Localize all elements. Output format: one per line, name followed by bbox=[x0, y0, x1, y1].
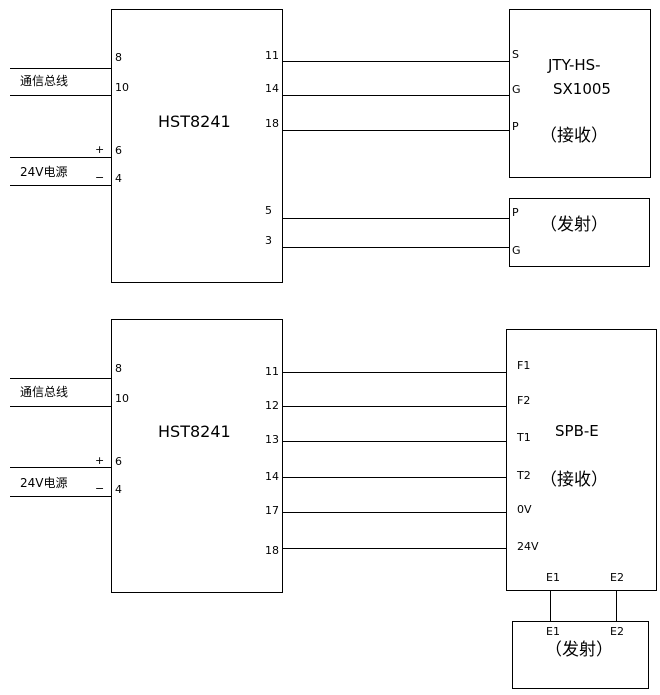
emitter-1-role: （发射） bbox=[540, 215, 608, 235]
controller-box-1 bbox=[111, 9, 283, 283]
controller-2-pin-13: 13 bbox=[265, 433, 279, 446]
plus-sign-1: + bbox=[95, 143, 105, 156]
bus-label-1: 通信总线 bbox=[20, 74, 69, 88]
receiver-2-pin-f2: F2 bbox=[517, 394, 531, 407]
controller-1-label: HST8241 bbox=[158, 112, 231, 131]
receiver-1-pin-s: S bbox=[512, 48, 519, 61]
controller-1-pin-4: 4 bbox=[115, 172, 122, 185]
receiver-1-model-line2: SX1005 bbox=[553, 80, 611, 98]
controller-1-pin-14: 14 bbox=[265, 82, 279, 95]
controller-box-2 bbox=[111, 319, 283, 593]
controller-2-pin-17: 17 bbox=[265, 504, 279, 517]
emitter-2-pin-e2: E2 bbox=[610, 625, 624, 638]
receiver-2-pin-t1: T1 bbox=[517, 431, 531, 444]
controller-2-pin-11: 11 bbox=[265, 365, 279, 378]
receiver-2-pin-24v: 24V bbox=[517, 540, 539, 553]
emitter-1-pin-g: G bbox=[512, 244, 521, 257]
emitter-1-pin-p: P bbox=[512, 206, 519, 219]
emitter-2-role: （发射） bbox=[545, 640, 613, 660]
receiver-2-model: SPB-E bbox=[555, 422, 599, 440]
receiver-1-pin-g: G bbox=[512, 83, 521, 96]
receiver-2-pin-f1: F1 bbox=[517, 359, 531, 372]
controller-2-pin-18: 18 bbox=[265, 544, 279, 557]
bus-label-2: 通信总线 bbox=[20, 385, 69, 399]
controller-2-pin-12: 12 bbox=[265, 399, 279, 412]
plus-sign-2: + bbox=[95, 454, 105, 467]
receiver-2-pin-e2: E2 bbox=[610, 571, 624, 584]
controller-2-label: HST8241 bbox=[158, 422, 231, 441]
receiver-2-role: （接收） bbox=[540, 470, 608, 490]
emitter-2-pin-e1: E1 bbox=[546, 625, 560, 638]
receiver-2-pin-e1: E1 bbox=[546, 571, 560, 584]
controller-2-pin-4: 4 bbox=[115, 483, 122, 496]
receiver-2-pin-0v: 0V bbox=[517, 503, 532, 516]
controller-1-pin-5: 5 bbox=[265, 204, 272, 217]
minus-sign-2: − bbox=[95, 482, 105, 495]
controller-1-pin-11: 11 bbox=[265, 49, 279, 62]
power-label-2: 24V电源 bbox=[20, 476, 68, 490]
receiver-1-pin-p: P bbox=[512, 120, 519, 133]
emitter-box-1 bbox=[509, 198, 650, 267]
minus-sign-1: − bbox=[95, 171, 105, 184]
controller-1-pin-18: 18 bbox=[265, 117, 279, 130]
receiver-1-model-line1: JTY-HS- bbox=[548, 56, 601, 74]
receiver-box-1 bbox=[509, 9, 651, 178]
controller-2-pin-10: 10 bbox=[115, 392, 129, 405]
receiver-1-role: （接收） bbox=[540, 126, 608, 146]
controller-1-pin-10: 10 bbox=[115, 81, 129, 94]
emitter-box-2 bbox=[512, 621, 649, 689]
controller-1-pin-8: 8 bbox=[115, 51, 122, 64]
controller-2-pin-6: 6 bbox=[115, 455, 122, 468]
controller-1-pin-6: 6 bbox=[115, 144, 122, 157]
power-label-1: 24V电源 bbox=[20, 165, 68, 179]
controller-2-pin-14: 14 bbox=[265, 470, 279, 483]
controller-1-pin-3: 3 bbox=[265, 234, 272, 247]
controller-2-pin-8: 8 bbox=[115, 362, 122, 375]
receiver-2-pin-t2: T2 bbox=[517, 469, 531, 482]
receiver-box-2 bbox=[506, 329, 657, 591]
